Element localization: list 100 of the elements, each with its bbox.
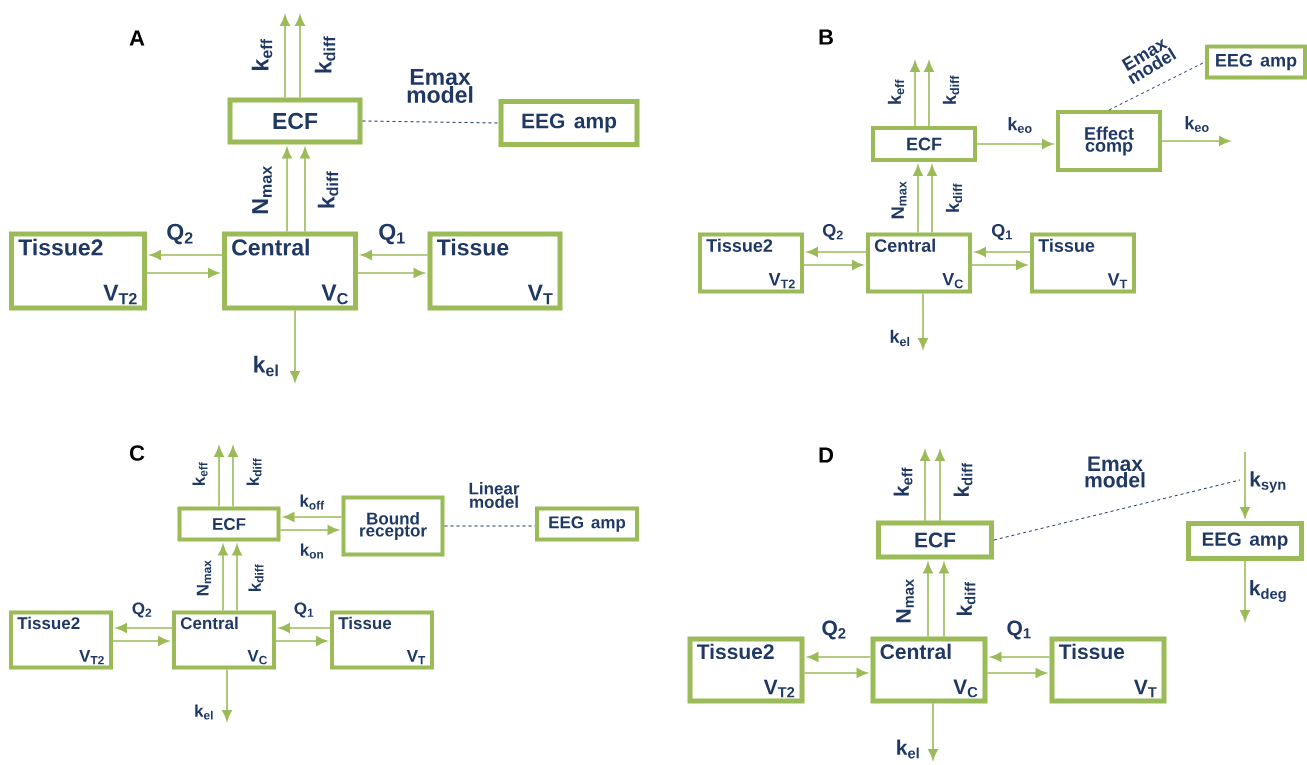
edge-label: k$_{off}$ bbox=[300, 494, 325, 510]
edge-label: Emax model bbox=[407, 69, 473, 103]
edge-label: k$_{diff}$ bbox=[942, 75, 960, 104]
compartment-box: Central V$_{C}$ bbox=[866, 232, 972, 294]
arrow bbox=[146, 268, 219, 278]
compartment-box: ECF bbox=[876, 520, 994, 560]
compartment-box: Central V$_{C}$ bbox=[172, 610, 276, 670]
arrow bbox=[300, 147, 310, 233]
arrow bbox=[928, 702, 938, 760]
compartment-box: ECF bbox=[871, 126, 977, 162]
arrow bbox=[971, 260, 1027, 270]
compartment-box: ECF bbox=[227, 97, 363, 145]
dashed-line bbox=[362, 120, 499, 124]
arrow bbox=[939, 562, 949, 638]
edge-label: Q$_{1}$ bbox=[992, 223, 1012, 241]
edge-label: Q$_{1}$ bbox=[1007, 620, 1031, 640]
compartment-box: Central V$_{C}$ bbox=[870, 636, 988, 704]
edge-label: Q$_{2}$ bbox=[823, 223, 843, 241]
edge-label: Q$_{2}$ bbox=[132, 602, 152, 618]
arrow bbox=[803, 668, 868, 678]
arrow bbox=[807, 652, 872, 662]
panel-letter: B bbox=[819, 29, 833, 45]
arrow bbox=[803, 260, 863, 270]
arrow bbox=[923, 562, 933, 638]
arrow bbox=[283, 512, 343, 522]
edge-label: k$_{el}$ bbox=[254, 355, 278, 377]
arrow bbox=[924, 61, 934, 127]
arrow bbox=[282, 147, 292, 233]
compartment-box: EEG amp bbox=[1186, 521, 1304, 561]
compartment-box: Tissue V$_{T}$ bbox=[330, 610, 434, 670]
edge-label: k$_{on}$ bbox=[300, 543, 324, 559]
arrow bbox=[927, 165, 937, 234]
arrow bbox=[116, 623, 173, 633]
arrow bbox=[920, 450, 930, 522]
edge-label: Linear model bbox=[469, 482, 520, 508]
dashed-line bbox=[444, 525, 536, 527]
edge-label: k$_{syn}$ bbox=[1250, 471, 1286, 493]
edge-label: k$_{el}$ bbox=[890, 329, 910, 347]
edge-label: N$_{max}$ bbox=[252, 165, 272, 214]
edge-label: Q$_{2}$ bbox=[167, 223, 193, 245]
compartment-box: ECF bbox=[177, 506, 281, 542]
arrow bbox=[357, 268, 425, 278]
edge-label: k$_{deg}$ bbox=[1250, 580, 1286, 602]
arrow bbox=[218, 544, 228, 612]
arrow bbox=[918, 292, 928, 349]
compartment-box: EEG amp bbox=[1205, 44, 1307, 80]
edge-label: k$_{diff}$ bbox=[314, 36, 336, 73]
edge-label: k$_{eff}$ bbox=[251, 39, 273, 70]
compartment-box: Effect comp bbox=[1056, 110, 1162, 172]
panel-letter: A bbox=[129, 30, 145, 46]
edge-label: k$_{diff}$ bbox=[956, 581, 976, 616]
arrow bbox=[361, 250, 429, 260]
arrow bbox=[112, 636, 169, 646]
arrow bbox=[275, 636, 327, 646]
compartment-box: EEG amp bbox=[498, 99, 640, 147]
edge-label: k$_{eff}$ bbox=[192, 462, 208, 486]
arrow bbox=[986, 668, 1047, 678]
panel-letter: D bbox=[819, 447, 833, 463]
arrow bbox=[1161, 136, 1230, 146]
compartment-box: Tissue V$_{T}$ bbox=[427, 231, 563, 311]
edge-label: Q$_{1}$ bbox=[294, 602, 314, 618]
edge-label: N$_{max}$ bbox=[891, 181, 907, 219]
panel-letter: C bbox=[130, 445, 145, 461]
edge-label: k$_{eff}$ bbox=[887, 79, 905, 104]
arrow bbox=[295, 15, 305, 99]
arrow bbox=[807, 247, 867, 257]
compartment-box: EEG amp bbox=[535, 506, 639, 542]
edge-label: k$_{diff}$ bbox=[953, 462, 973, 497]
arrow bbox=[228, 446, 238, 508]
dashed-line bbox=[993, 479, 1241, 541]
arrow bbox=[976, 139, 1053, 149]
compartment-box: Tissue V$_{T}$ bbox=[1030, 232, 1136, 294]
edge-label: N$_{max}$ bbox=[196, 560, 212, 596]
edge-label: k$_{eo}$ bbox=[1008, 117, 1032, 133]
arrow bbox=[279, 525, 339, 535]
arrow bbox=[214, 446, 224, 508]
dashed-line bbox=[1108, 61, 1206, 111]
arrow bbox=[990, 652, 1051, 662]
compartment-box: Central V$_{C}$ bbox=[222, 231, 358, 311]
compartment-box: Tissue2 V$_{T2}$ bbox=[9, 610, 113, 670]
arrow bbox=[975, 247, 1031, 257]
compartment-box: Tissue2 V$_{T2}$ bbox=[687, 636, 805, 704]
edge-label: k$_{diff}$ bbox=[248, 564, 264, 592]
arrow bbox=[290, 309, 300, 382]
compartment-box: Tissue2 V$_{T2}$ bbox=[9, 231, 147, 311]
arrow bbox=[1240, 560, 1250, 621]
arrow bbox=[1240, 451, 1250, 518]
arrow bbox=[279, 623, 331, 633]
edge-label: Q$_{2}$ bbox=[822, 620, 846, 640]
edge-label: k$_{el}$ bbox=[897, 739, 919, 759]
compartment-box: Tissue V$_{T}$ bbox=[1049, 636, 1167, 704]
edge-label: k$_{diff}$ bbox=[317, 171, 339, 208]
arrow bbox=[222, 668, 232, 721]
arrow bbox=[280, 15, 290, 99]
compartment-box: Tissue2 V$_{T2}$ bbox=[698, 232, 804, 294]
edge-label: k$_{el}$ bbox=[195, 704, 213, 720]
edge-label: k$_{eo}$ bbox=[1185, 116, 1209, 132]
edge-label: Emax model bbox=[1085, 456, 1145, 488]
edge-label: k$_{diff}$ bbox=[945, 183, 963, 212]
edge-label: Q$_{1}$ bbox=[379, 223, 405, 245]
